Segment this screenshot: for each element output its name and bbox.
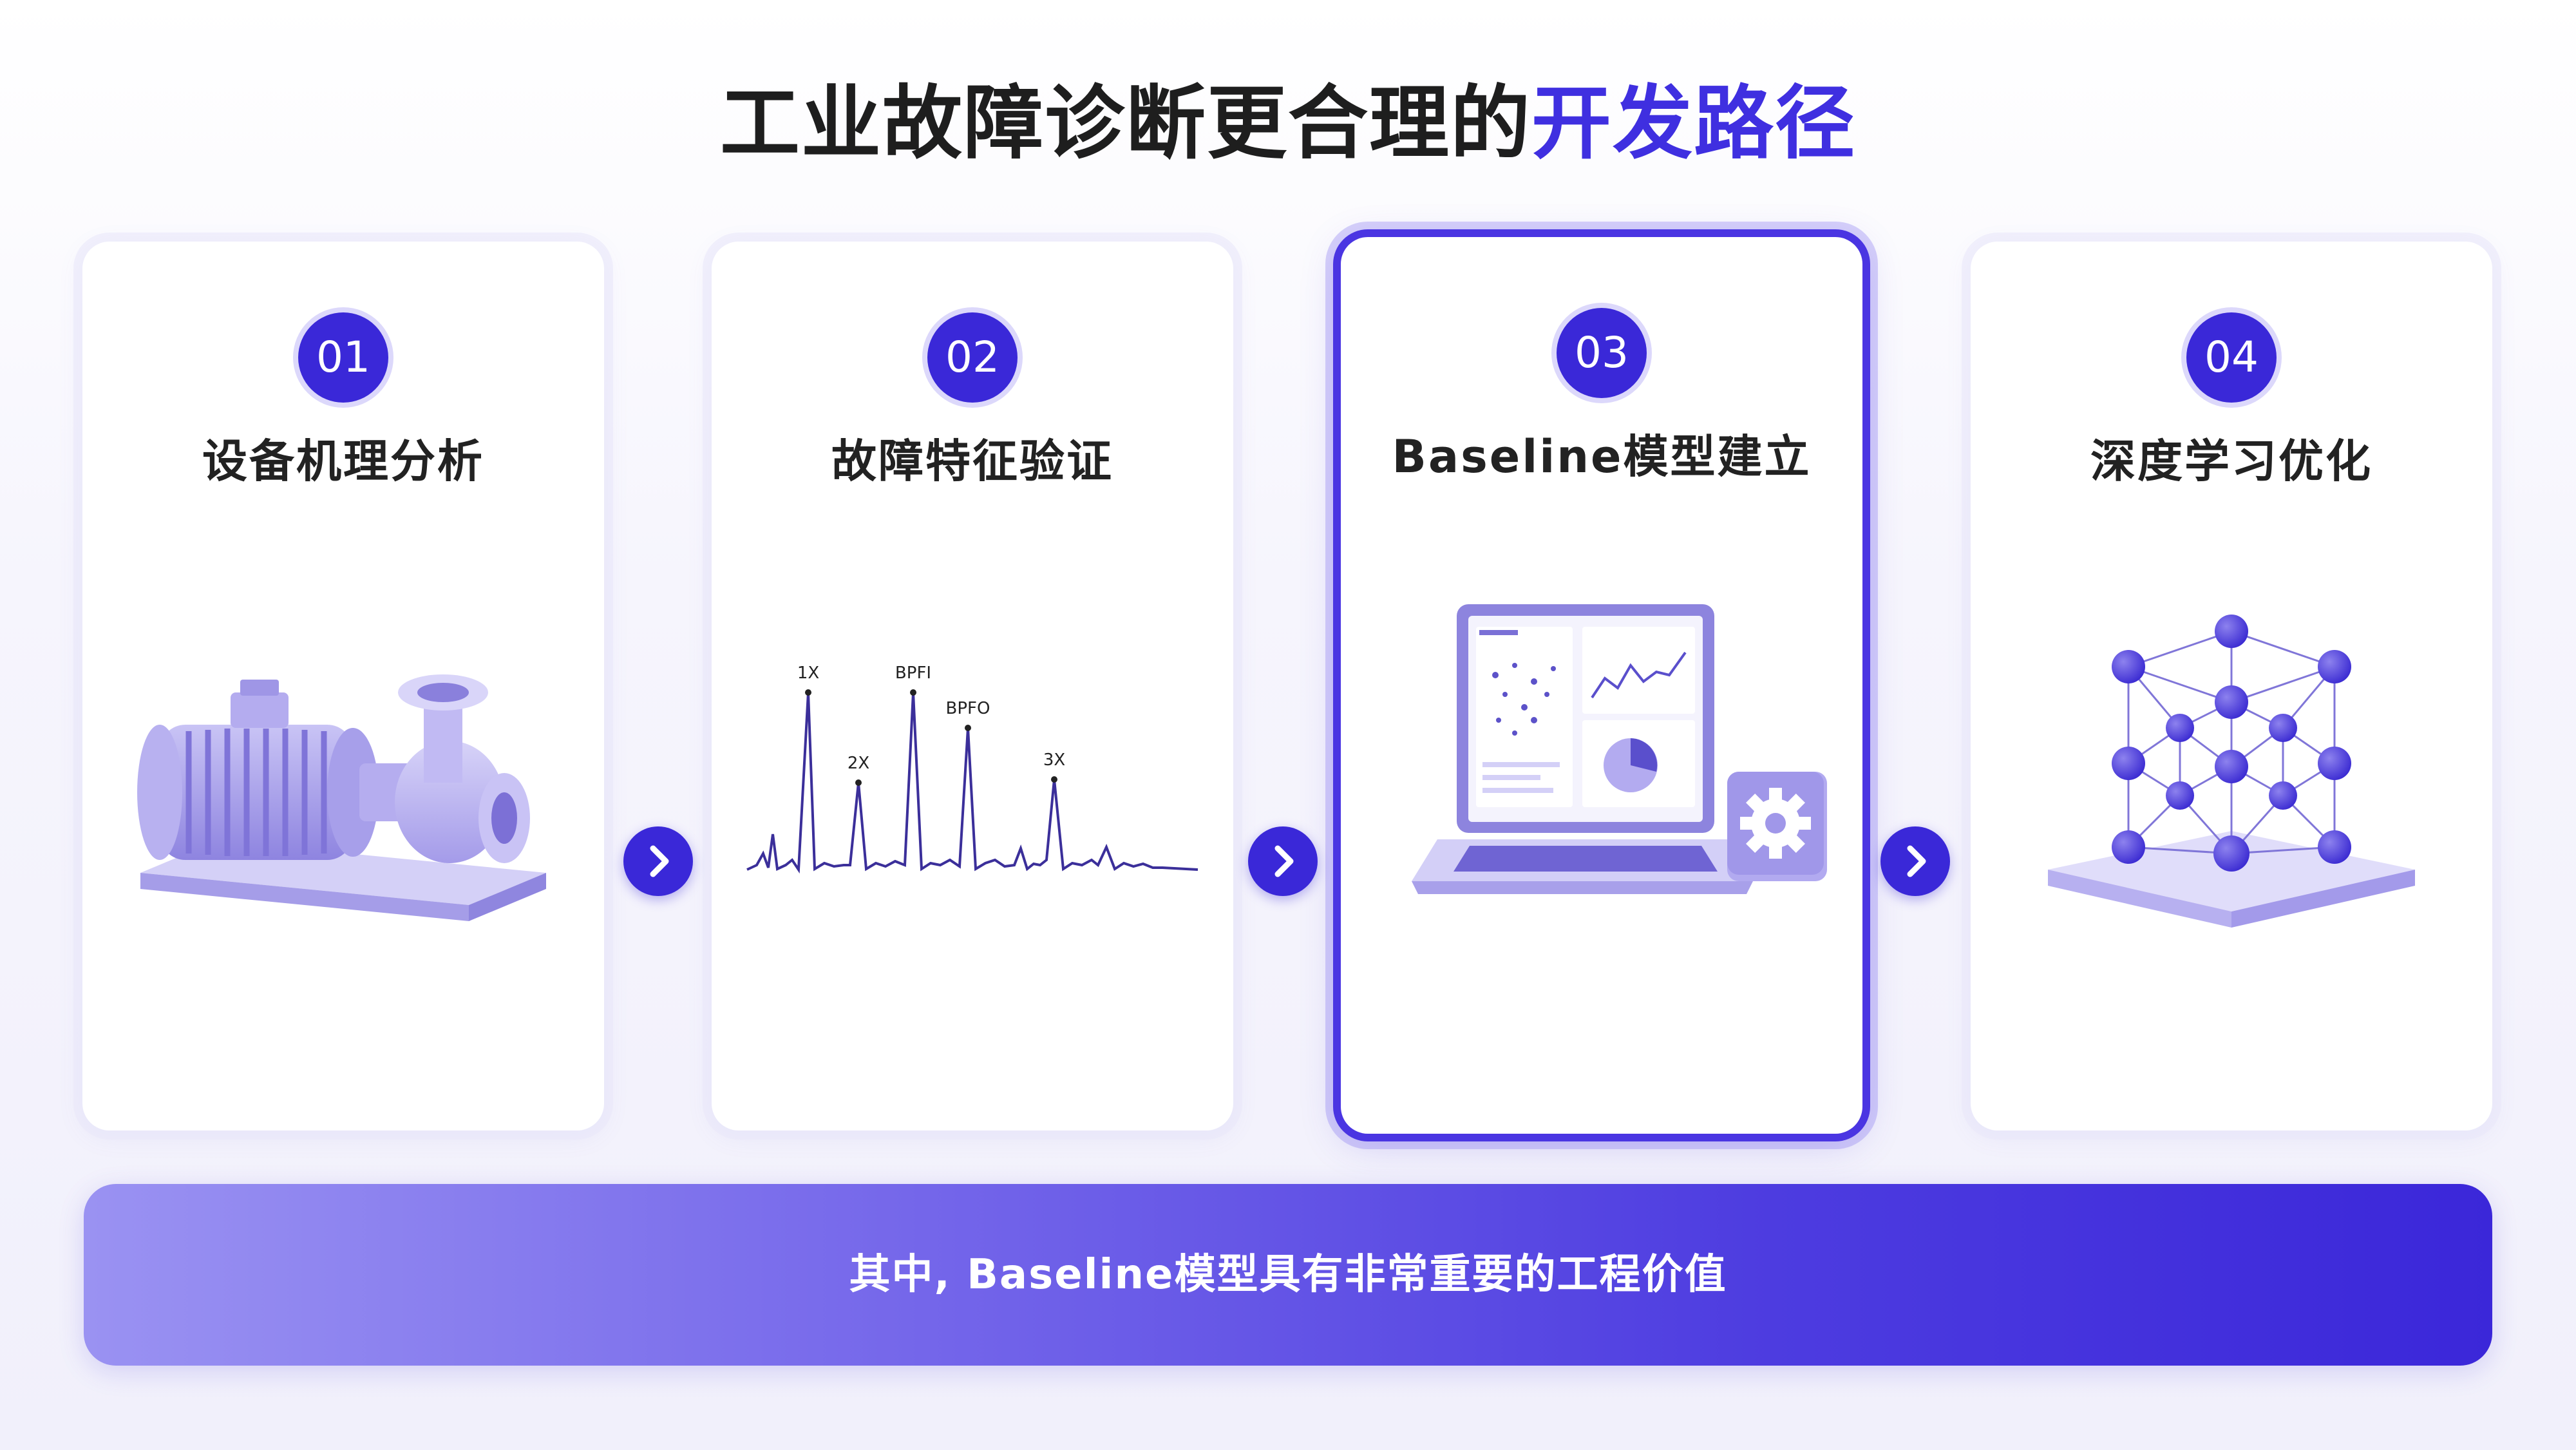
spectrum-label-1x: 1X bbox=[797, 663, 819, 683]
chevron-right-icon bbox=[1274, 845, 1294, 877]
neural-network-icon bbox=[1971, 596, 2492, 995]
page-title: 工业故障诊断更合理的开发路径 bbox=[0, 72, 2576, 175]
next-arrow-button[interactable] bbox=[623, 826, 693, 896]
spectrum-label-bpfo: BPFO bbox=[946, 699, 990, 718]
pump-motor-icon bbox=[82, 596, 604, 995]
next-arrow-button[interactable] bbox=[1248, 826, 1318, 896]
chevron-right-icon bbox=[650, 845, 669, 877]
step-card-1: 01 设备机理分析 bbox=[82, 242, 604, 1130]
step-number-badge: 01 bbox=[298, 312, 388, 403]
step-card-3: 03 Baseline模型建立 bbox=[1341, 237, 1862, 1134]
gear-icon bbox=[1740, 788, 1811, 859]
step-number-badge: 03 bbox=[1557, 308, 1647, 398]
step-number-badge: 04 bbox=[2186, 312, 2277, 403]
step-title: 设备机理分析 bbox=[202, 435, 484, 488]
step-card-4: 04 深度学习优化 bbox=[1971, 242, 2492, 1130]
laptop-icon bbox=[1341, 591, 1862, 991]
step-title: 深度学习优化 bbox=[2090, 435, 2372, 488]
step-card-2: 02 故障特征验证 1X 2X BPFI BPFO 3X bbox=[712, 242, 1233, 1130]
spectrum-label-bpfi: BPFI bbox=[895, 663, 931, 683]
summary-banner: 其中, Baseline模型具有非常重要的工程价值 bbox=[84, 1184, 2492, 1366]
title-main: 工业故障诊断更合理的 bbox=[719, 77, 1531, 170]
step-number-badge: 02 bbox=[927, 312, 1018, 403]
step-title: 故障特征验证 bbox=[831, 435, 1113, 488]
spectrum-label-3x: 3X bbox=[1043, 750, 1065, 770]
step-title: Baseline模型建立 bbox=[1392, 430, 1812, 483]
spectrum-label-2x: 2X bbox=[848, 754, 869, 773]
next-arrow-button[interactable] bbox=[1880, 826, 1950, 896]
summary-text: 其中, Baseline模型具有非常重要的工程价值 bbox=[849, 1251, 1727, 1299]
spectrum-chart-icon: 1X 2X BPFI BPFO 3X bbox=[712, 596, 1233, 995]
title-accent: 开发路径 bbox=[1531, 77, 1857, 170]
chevron-right-icon bbox=[1907, 845, 1926, 877]
